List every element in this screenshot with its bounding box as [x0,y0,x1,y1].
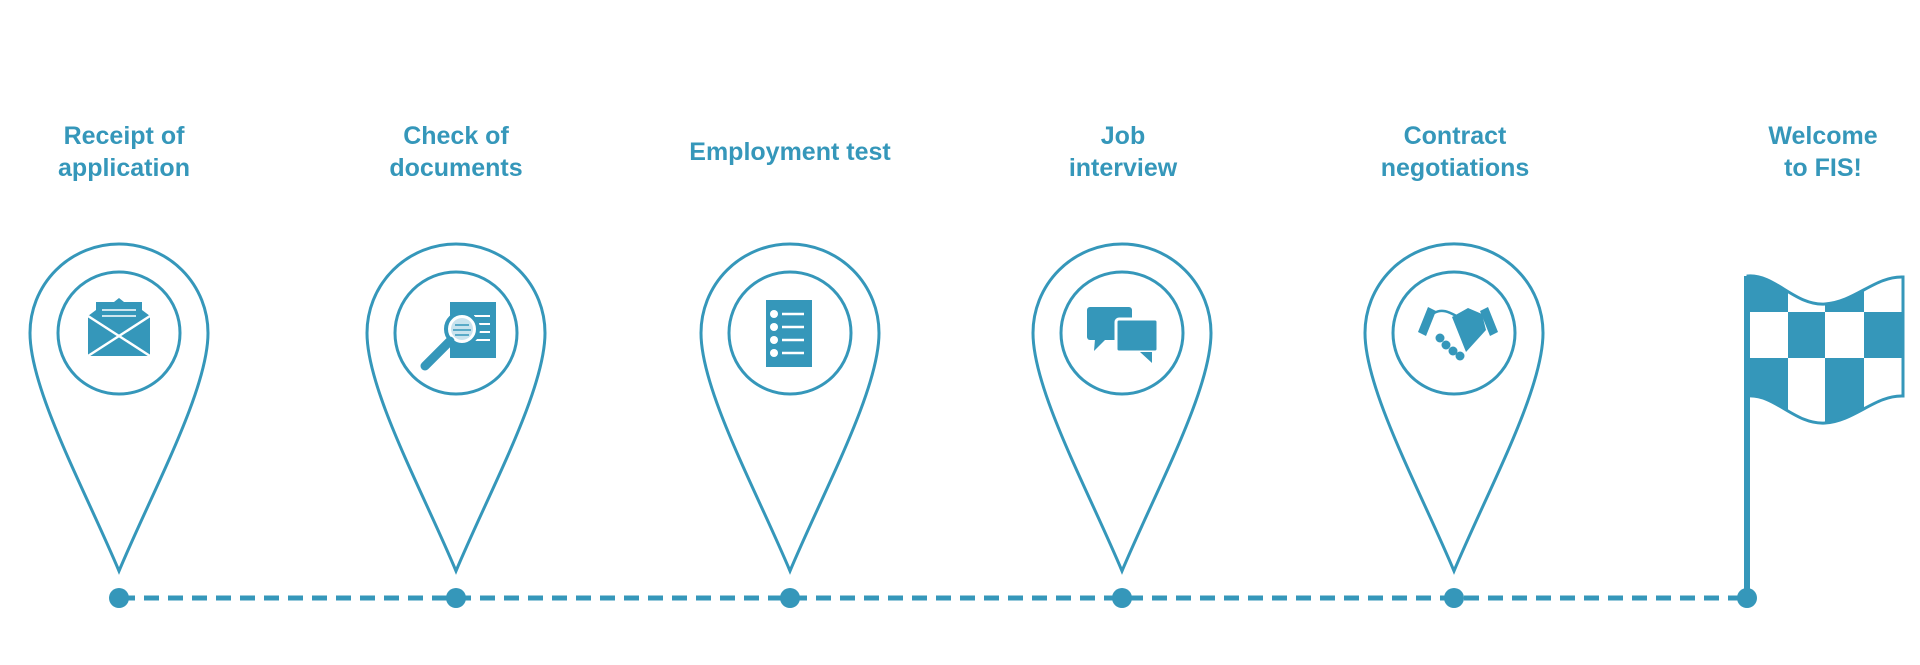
step-title-check: Check of documents [389,122,523,182]
pin-marker-test [699,242,881,575]
timeline-node-receipt [109,588,129,608]
pin-marker-contract [1363,242,1545,575]
checklist-icon [766,300,812,367]
envelope-icon [87,298,151,358]
pin-marker-interview [1031,242,1213,575]
finish-title: Welcome to FIS! [1768,122,1878,182]
pin-marker-check [365,242,547,575]
step-title-receipt: Receipt of application [58,122,190,182]
speech-bubbles-icon [1087,307,1160,363]
timeline-node-test [780,588,800,608]
step-title-test: Employment test [689,138,891,166]
checkered-flag-icon [1746,274,1905,425]
document-magnifier-icon [420,302,496,371]
timeline-node-check [446,588,466,608]
handshake-icon [1418,307,1498,361]
timeline-node-interview [1112,588,1132,608]
timeline-node-finish [1737,588,1757,608]
step-title-contract: Contract negotiations [1380,122,1530,182]
step-title-interview: Job interview [1068,122,1178,182]
timeline-node-contract [1444,588,1464,608]
pin-marker-receipt [28,242,210,575]
